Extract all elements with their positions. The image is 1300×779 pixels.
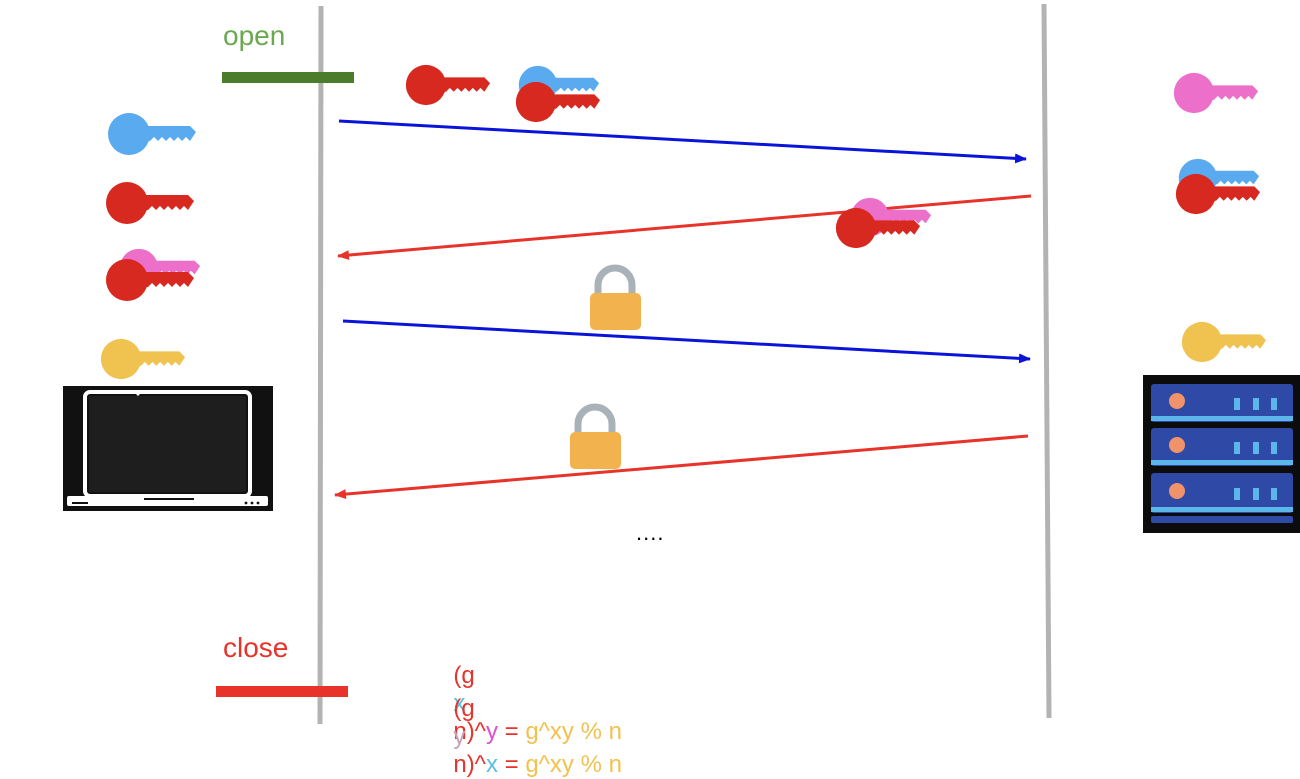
padlock-icon bbox=[570, 403, 621, 469]
formula-exponent: x bbox=[453, 690, 466, 717]
arrow-server-to-client-2 bbox=[334, 434, 1029, 500]
server-combined-key-icon bbox=[1175, 158, 1261, 215]
continuation-ellipsis: .... bbox=[636, 520, 665, 545]
formula-mod-part: n)^ bbox=[453, 718, 486, 745]
client-timeline bbox=[317, 5, 324, 725]
server-icon bbox=[1143, 375, 1300, 533]
arrow-client-to-server-2 bbox=[342, 319, 1031, 364]
close-bar bbox=[216, 686, 348, 697]
sequence-diagram bbox=[63, 3, 1300, 725]
transmitted-blue-red-key-icon bbox=[515, 65, 601, 123]
formula-open: (g bbox=[453, 695, 482, 722]
open-bar bbox=[222, 72, 354, 83]
formula-equals: = bbox=[497, 751, 526, 778]
server-timeline bbox=[1041, 3, 1052, 719]
formula-line-1: (g x n)^y = g^xy % n bbox=[440, 634, 622, 746]
formula-mod-part: n)^ bbox=[453, 751, 486, 778]
formula-equals: = bbox=[497, 718, 526, 745]
laptop-icon bbox=[63, 386, 273, 511]
formula-open: (g bbox=[453, 662, 482, 689]
formula-line-2: (g y n)^x = g^xy % n bbox=[440, 667, 622, 779]
transmitted-red-key-icon bbox=[405, 64, 491, 106]
formula-result: g^xy % n bbox=[525, 718, 622, 745]
close-label: close bbox=[223, 632, 289, 663]
formula-outer-exponent: x bbox=[485, 751, 498, 778]
client-combined-key-icon bbox=[106, 248, 201, 301]
client-shared-key-icon bbox=[100, 338, 186, 380]
arrow-client-to-server-1 bbox=[338, 119, 1027, 164]
formula-outer-exponent: y bbox=[485, 718, 498, 745]
padlock-icon bbox=[590, 264, 641, 330]
arrow-server-to-client-1 bbox=[337, 194, 1032, 261]
formula-exponent: y bbox=[453, 723, 466, 750]
server-public-key-icon bbox=[1173, 72, 1259, 114]
server-shared-key-icon bbox=[1181, 321, 1267, 363]
client-private-key-icon bbox=[106, 182, 194, 224]
formula-result: g^xy % n bbox=[525, 751, 622, 778]
client-public-key-icon bbox=[108, 113, 196, 155]
open-label: open bbox=[223, 20, 286, 51]
